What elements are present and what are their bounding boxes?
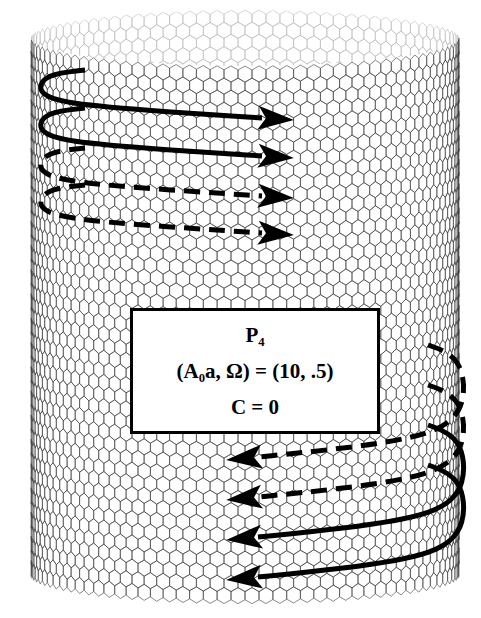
arrow-shaft <box>258 425 464 537</box>
box-line: (A₀a, Ω) = (10, .5) <box>149 353 361 389</box>
arrow-shaft <box>41 148 262 196</box>
arrow-head <box>226 485 263 509</box>
current-arrow <box>41 148 294 208</box>
arrow-head <box>226 565 263 589</box>
box-line: C = 0 <box>149 389 361 425</box>
arrow-head <box>257 184 294 208</box>
parameter-box: P₄(A₀a, Ω) = (10, .5)C = 0 <box>130 308 380 434</box>
arrow-head <box>257 106 294 130</box>
arrow-head <box>257 144 294 168</box>
arrow-shaft <box>41 185 262 233</box>
current-arrow <box>41 185 294 245</box>
arrow-head <box>226 445 263 469</box>
arrow-shaft <box>258 465 464 577</box>
current-arrow <box>226 425 463 549</box>
arrow-head <box>226 525 263 549</box>
box-line: P₄ <box>149 317 361 353</box>
arrow-head <box>257 221 294 245</box>
current-arrow <box>226 465 463 589</box>
current-arrow <box>41 70 294 130</box>
current-arrow <box>41 108 294 168</box>
current-arrows <box>41 70 464 589</box>
